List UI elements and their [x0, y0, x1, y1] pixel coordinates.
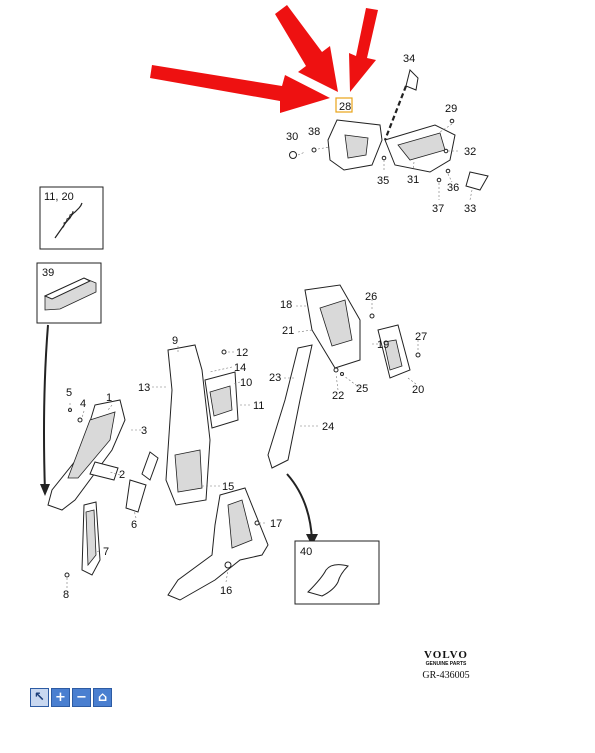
part-29-clip — [449, 118, 455, 124]
callout-2: 2 — [119, 469, 125, 481]
callout-20: 20 — [412, 384, 424, 396]
part-18-panel — [319, 299, 353, 347]
callout-26: 26 — [365, 291, 377, 303]
callout-28: 28 — [339, 101, 351, 113]
document-reference: GR-436005 — [422, 670, 470, 681]
part-16-lower-trim — [167, 487, 269, 601]
upper-leaders — [297, 123, 473, 201]
center-assembly — [152, 344, 269, 601]
callout-21: 21 — [282, 325, 294, 337]
part-6-bracket — [125, 479, 147, 513]
right-leaders — [284, 299, 419, 427]
callout-8: 8 — [63, 589, 69, 601]
callout-33: 33 — [464, 203, 476, 215]
callout-34: 34 — [403, 53, 415, 65]
callout-10: 10 — [240, 377, 252, 389]
callout-3: 3 — [141, 425, 147, 437]
part-12-clip — [221, 349, 227, 355]
callout-15: 15 — [222, 481, 234, 493]
callout-7: 7 — [103, 546, 109, 558]
trim-sheet-icon — [307, 564, 349, 597]
callout-4: 4 — [80, 398, 86, 410]
part-25-clip — [340, 372, 344, 376]
callout-22: 22 — [332, 390, 344, 402]
inset-spring — [39, 186, 104, 250]
callout-1: 1 — [106, 392, 112, 404]
red-arrows — [150, 5, 378, 113]
inset-label-39: 39 — [42, 267, 54, 279]
home-icon[interactable]: ⌂ — [93, 688, 112, 707]
left-assembly — [47, 399, 159, 588]
callout-38: 38 — [308, 126, 320, 138]
part-28-detail — [344, 134, 369, 159]
callout-18: 18 — [280, 299, 292, 311]
callout-5: 5 — [66, 387, 72, 399]
inset-39-pointer — [43, 324, 49, 493]
part-2-clip — [89, 461, 119, 481]
callout-36: 36 — [447, 182, 459, 194]
center-leaders — [152, 346, 265, 583]
callout-35: 35 — [377, 175, 389, 187]
callout-32: 32 — [464, 146, 476, 158]
part-32-clip — [443, 148, 449, 154]
callout-12: 12 — [236, 347, 248, 359]
callout-numbers: 28 34 29 30 38 32 35 31 36 37 33 11, 20 … — [42, 53, 476, 601]
red-arrow-right — [349, 8, 378, 92]
zoom-toolbar: ↖ + − ⌂ — [30, 688, 112, 707]
callout-37: 37 — [432, 203, 444, 215]
inset-label-11-20: 11, 20 — [44, 191, 74, 203]
left-leaders — [66, 403, 141, 588]
part-1-ribs — [67, 411, 116, 479]
callout-14: 14 — [234, 362, 246, 374]
highlight-box-28 — [335, 97, 353, 113]
callout-24: 24 — [322, 421, 334, 433]
inset-label-40: 40 — [300, 546, 312, 558]
part-24-strip — [267, 344, 313, 469]
part-38-clip — [311, 147, 317, 153]
part-34-cable — [383, 85, 408, 141]
volvo-logo-subtext: GENUINE PARTS — [425, 661, 467, 667]
callout-30: 30 — [286, 131, 298, 143]
callout-16: 16 — [220, 585, 232, 597]
callout-23: 23 — [269, 372, 281, 384]
callout-11: 11 — [253, 400, 264, 412]
part-33-clip — [465, 171, 489, 191]
part-26-clip — [369, 313, 375, 319]
red-arrow-left — [150, 65, 330, 113]
zoom-out-icon[interactable]: − — [72, 688, 91, 707]
red-arrow-middle — [275, 5, 338, 92]
callout-13: 13 — [138, 382, 150, 394]
part-37-clip — [436, 177, 442, 183]
inset-trim — [294, 540, 380, 605]
part-16-clip — [224, 561, 232, 569]
inset-40-pointer — [286, 473, 313, 541]
part-34-hook — [405, 69, 419, 91]
part-35-clip — [381, 155, 387, 161]
part-3-clip — [141, 451, 159, 481]
part-27-clip — [415, 352, 421, 358]
volvo-logo: VOLVO — [424, 649, 468, 661]
upper-assembly — [289, 69, 489, 201]
right-assembly — [267, 284, 421, 546]
part-36-clip — [445, 168, 451, 174]
part-17-clip — [254, 520, 260, 526]
callout-27: 27 — [415, 331, 427, 343]
callout-31: 31 — [407, 174, 419, 186]
callout-6: 6 — [131, 519, 137, 531]
inset-handle — [36, 262, 102, 496]
part-4-screw — [77, 417, 83, 423]
callout-17: 17 — [270, 518, 282, 530]
part-22-clip — [333, 367, 339, 373]
part-8-clip — [64, 572, 70, 578]
callout-19: 19 — [377, 339, 389, 351]
callout-29: 29 — [445, 103, 457, 115]
zoom-in-icon[interactable]: + — [51, 688, 70, 707]
callout-25: 25 — [356, 383, 368, 395]
callout-9: 9 — [172, 335, 178, 347]
part-30-screw — [289, 151, 297, 159]
cursor-icon[interactable]: ↖ — [30, 688, 49, 707]
part-9-panel — [174, 449, 203, 493]
